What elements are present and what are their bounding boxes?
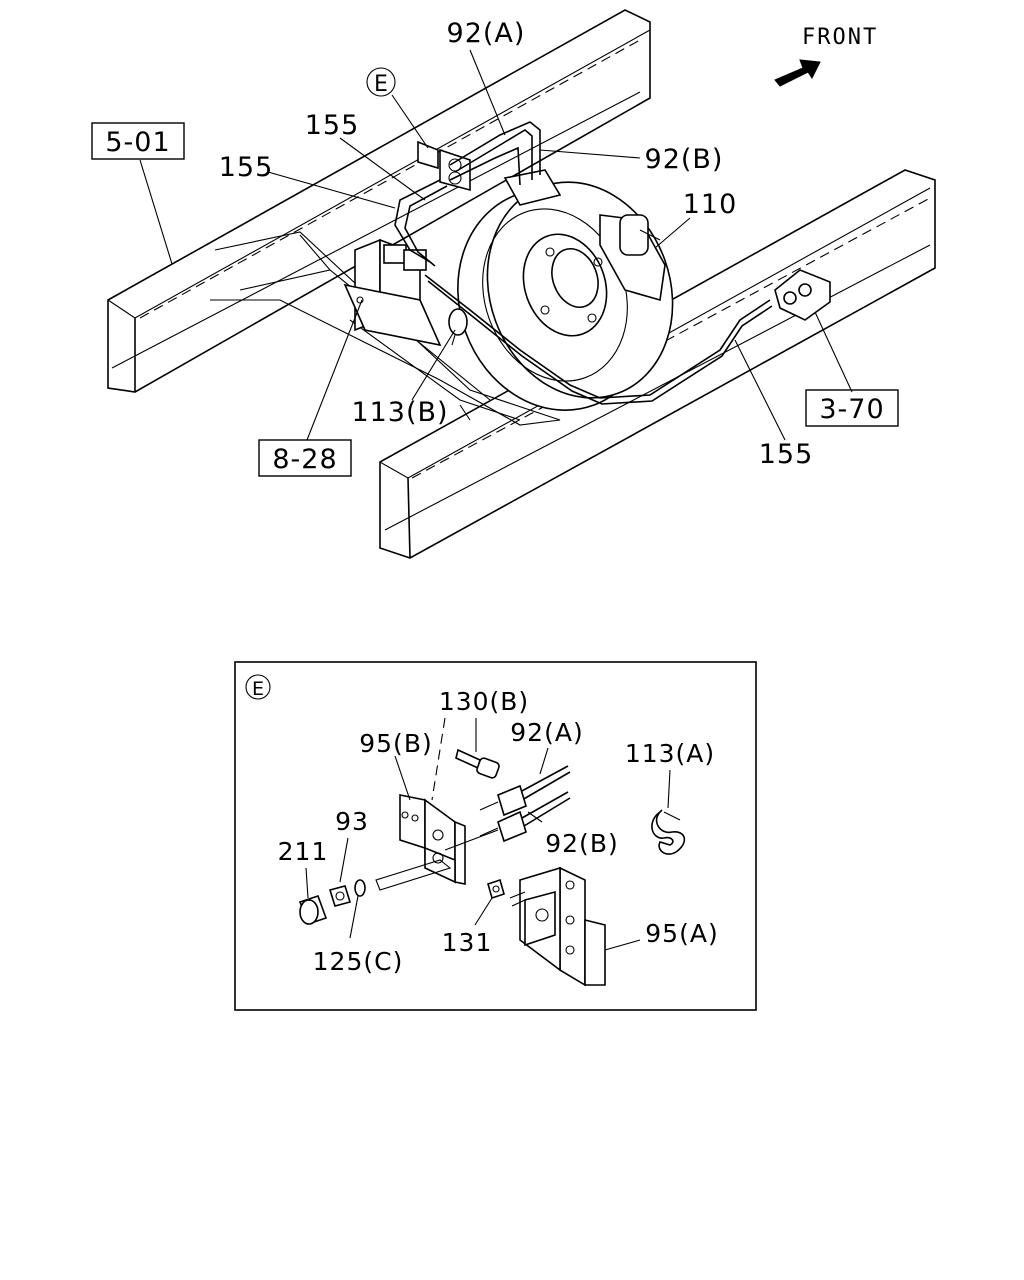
callout-93: 93 [335,807,369,836]
front-label: FRONT [802,25,878,50]
pipe-junction [417,140,562,206]
callout-155-upper: 155 [305,110,360,141]
ref-box-5-01-text: 5-01 [105,127,170,158]
washer-125c [354,879,366,897]
front-arrow-icon [774,59,821,87]
top-assembly: E FRONT 5-01 8-28 3-70 92(A) 92(B) 155 1… [91,9,936,559]
callout-130b: 130(B) [439,687,529,716]
detail-marker-e: E [366,67,396,97]
bolt-130b [455,748,500,779]
pipe-92-detail [444,765,571,851]
callout-125c: 125(C) [313,947,404,976]
pipe-155 [394,179,773,405]
callout-110: 110 [683,189,738,220]
ref-box-8-28: 8-28 [258,439,352,477]
bracket-95b [375,717,466,891]
clip-113a [651,809,686,855]
callout-113a: 113(A) [625,739,715,768]
callout-92b: 92(B) [645,144,724,175]
connector-3-70 [774,269,831,321]
callout-95a: 95(A) [645,919,718,948]
callout-92b-detail: 92(B) [545,829,618,858]
callout-92a: 92(A) [447,18,526,49]
callout-95b: 95(B) [359,729,432,758]
ref-box-3-70-text: 3-70 [819,394,884,425]
callout-211: 211 [278,837,329,866]
mounting-bracket [343,238,442,347]
callout-155-middle: 155 [219,152,274,183]
leader-lines-detail [305,718,671,951]
spacer-211 [298,894,328,926]
ref-box-3-70: 3-70 [805,389,899,427]
frame-rail-lower [379,169,936,559]
nut-93 [328,885,352,907]
ref-box-5-01: 5-01 [91,122,185,160]
nut-131 [487,878,505,900]
detail-marker-e-text: E [374,72,388,97]
leader-lines-top [139,49,853,441]
clip-113b [448,308,468,346]
frame-rail-upper [107,9,651,393]
bracket-95a [509,866,606,987]
callout-113b: 113(B) [351,397,448,428]
detail-e-marker: E [245,674,271,700]
cross-member [210,231,561,426]
front-indicator: FRONT [774,25,878,87]
ref-box-8-28-text: 8-28 [272,444,337,475]
valve-unit [599,214,666,302]
callout-92a-detail: 92(A) [510,718,583,747]
callout-131: 131 [442,928,493,957]
callout-155-lower: 155 [759,439,814,470]
brake-pipes [449,121,541,186]
detail-e-marker-text: E [252,678,264,700]
detail-e-panel: E [234,661,757,1011]
